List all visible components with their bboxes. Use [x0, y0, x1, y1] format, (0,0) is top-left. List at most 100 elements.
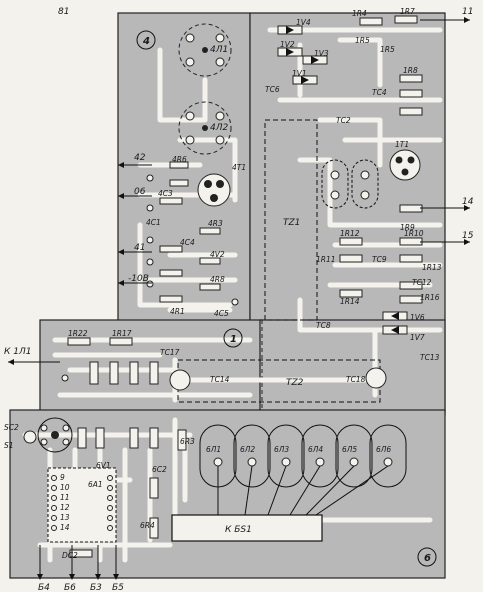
label-dc2: DC2 — [62, 551, 78, 560]
ic-6a1 — [47, 467, 117, 543]
terminal-sc2-pad — [23, 430, 37, 444]
label-4c3: 4C1 — [146, 218, 161, 227]
label-6l2: 6Л2 — [240, 445, 255, 454]
label-tc4: ТС4 — [372, 88, 387, 97]
pin-13: 13 — [60, 513, 70, 522]
label-1r7: 1R7 — [400, 7, 415, 16]
transistor-4t1 — [197, 173, 231, 207]
terminal-k1l1: К 1Л1 — [4, 347, 31, 357]
label-6c4: 6C2 — [152, 465, 167, 474]
terminal-b5: Б5 — [112, 583, 124, 592]
label-1v6: 1V6 — [410, 313, 425, 322]
connector-k-bs1 — [171, 514, 323, 542]
label-6l3: 6Л3 — [274, 445, 289, 454]
label-tc6: ТС6 — [265, 85, 280, 94]
terminal-15: 15 — [462, 231, 474, 241]
terminal-b4: Б4 — [38, 583, 50, 592]
label-4r8: 4R6 — [172, 155, 187, 164]
label-6v1: 6V1 — [96, 461, 111, 470]
terminal-11: 11 — [462, 7, 473, 17]
terminal-s1: S1 — [4, 441, 14, 450]
label-1t1: 1Т1 — [395, 140, 409, 149]
label-1r16: 1R16 — [420, 293, 440, 302]
zone1-parts — [61, 337, 387, 391]
pin-9: 9 — [60, 473, 65, 482]
resistors-top-right — [339, 15, 423, 304]
label-6l6: 6Л6 — [376, 445, 391, 454]
label-1r4: 1R4 — [352, 9, 367, 18]
terminal-b3: Б3 — [90, 583, 102, 592]
transformer-tz1 — [264, 119, 318, 321]
pin-10: 10 — [60, 483, 70, 492]
zone-4-number: 4 — [142, 36, 150, 47]
zone-1-extension — [259, 319, 446, 416]
terminal-06: 06 — [134, 187, 146, 197]
arrow-left-icon — [8, 359, 14, 365]
label-k-bs1: К БS1 — [225, 525, 252, 535]
label-6l5: 6Л5 — [342, 445, 357, 454]
label-tc14: ТС14 — [210, 375, 230, 384]
label-6l1: 6Л1 — [206, 445, 221, 454]
label-tc2: ТС2 — [336, 116, 351, 125]
label-4v3: 4V2 — [210, 250, 225, 259]
terminal-minus10v: -10В — [128, 274, 149, 284]
tube-pins — [213, 457, 393, 467]
label-4l2: 4Л2 — [210, 123, 228, 133]
label-1r8: 1R8 — [403, 66, 418, 75]
zone-4-badge — [136, 30, 156, 50]
label-tc13: ТС13 — [420, 353, 440, 362]
label-tc12: ТС12 — [412, 278, 432, 287]
transistor-1t1 — [389, 149, 421, 181]
capacitor-pair-1c — [321, 159, 379, 209]
label-1r11: 1R11 — [316, 255, 336, 264]
tube-socket-6x1 — [37, 417, 73, 453]
label-tc18: ТС18 — [346, 375, 366, 384]
label-1r10: 1R10 — [404, 229, 424, 238]
label-1v1: 1V1 — [292, 69, 307, 78]
terminal-sc2: SC2 — [4, 423, 19, 432]
zone4-parts — [146, 161, 239, 306]
label-4c6: 4C5 — [214, 309, 229, 318]
zone6-parts — [69, 427, 187, 558]
zone-6-badge — [417, 547, 437, 567]
label-4c4: 4C3 — [158, 189, 173, 198]
terminal-arrows-left — [118, 162, 152, 286]
label-1v7: 1V7 — [410, 333, 425, 342]
label-4r5: 4R3 — [208, 219, 223, 228]
label-1r22: 1R22 — [68, 329, 88, 338]
label-6r3: 6R3 — [180, 437, 195, 446]
pin-11: 11 — [60, 493, 70, 502]
diodes-top — [277, 25, 408, 335]
terminal-14: 14 — [462, 197, 474, 207]
label-1r5b: 1R5 — [380, 45, 395, 54]
terminal-42: 42 — [134, 153, 146, 163]
label-6r4: 6R4 — [140, 521, 155, 530]
label-1r9: 1R9 — [400, 223, 415, 232]
label-4c5: 4C4 — [180, 238, 195, 247]
label-1r12: 1R12 — [340, 229, 360, 238]
label-6l4: 6Л4 — [308, 445, 323, 454]
ic-pins — [51, 475, 113, 531]
label-1v3: 1V3 — [314, 49, 329, 58]
label-tc8: ТС8 — [316, 321, 331, 330]
tube-socket-4l2 — [178, 101, 232, 155]
connector-leads — [217, 465, 389, 516]
terminal-arrows-bottom — [37, 545, 119, 580]
label-4r1: 4R1 — [170, 307, 185, 316]
label-1r14: 1R14 — [340, 297, 360, 306]
label-tc17: ТС17 — [160, 348, 180, 357]
terminal-b6: Б6 — [64, 583, 76, 592]
label-tz2: TZ2 — [286, 378, 304, 388]
tube-socket-4l1 — [178, 23, 232, 77]
zone-1-number: 1 — [230, 334, 237, 345]
zone-6-number: 6 — [424, 553, 431, 564]
label-1v2: 1V2 — [280, 40, 295, 49]
pin-14: 14 — [60, 523, 70, 532]
label-1v4: 1V4 — [296, 18, 311, 27]
label-6a1: 6А1 — [88, 480, 103, 489]
terminal-41: 41 — [134, 243, 145, 253]
label-4c2: 4R8 — [210, 275, 225, 284]
page-number: 81 — [58, 7, 69, 17]
zone-1-badge — [223, 328, 243, 348]
